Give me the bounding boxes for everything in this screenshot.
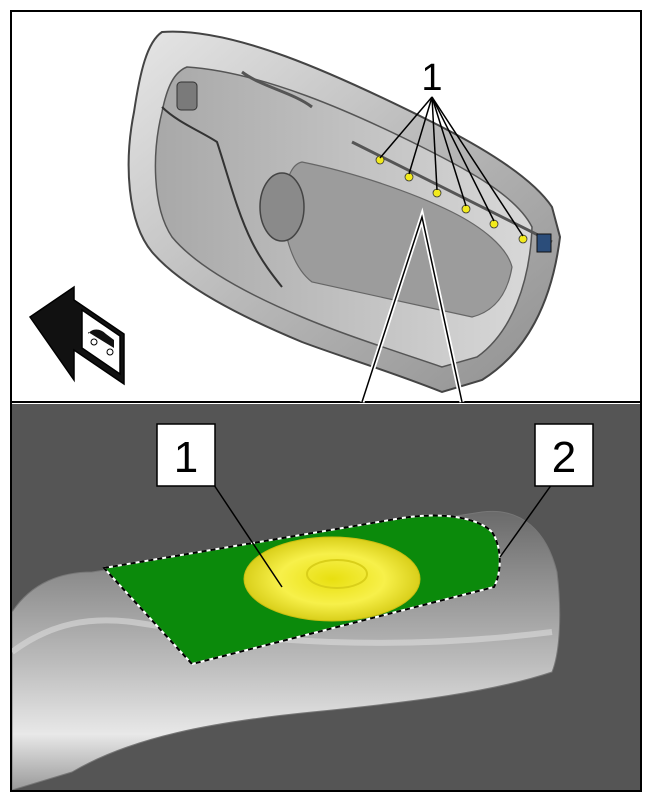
vehicle-orientation-arrow-icon [28,285,125,386]
speaker-housing [259,172,305,242]
glue-dot [489,219,499,229]
detail-leader-1 [211,481,283,588]
illustration-frame: 1 1 2 [10,10,642,792]
detail-view: 1 2 [12,404,640,790]
detail-callout-1: 1 [156,423,216,487]
glue-spot-center [306,559,368,589]
door-trim-diagram: 1 1 2 [12,30,640,790]
window-regulator [241,70,313,109]
top-callout-leaders [379,96,524,237]
top-callout-number: 1 [421,57,442,99]
glue-dot [375,155,385,165]
adhesive-pad-outline [102,514,501,666]
glue-spot [243,536,421,622]
detail-callout-number-2: 2 [552,433,576,482]
top-callout-1: 1 [421,57,442,99]
connector [176,81,198,111]
glue-dot [518,234,528,244]
door-inner-panel [127,30,562,394]
glue-dot [461,204,471,214]
trim-strip [351,140,553,244]
glue-dot [404,172,414,182]
blue-clip [536,233,552,253]
detail-callout-number-1: 1 [174,433,198,482]
detail-callout-2: 2 [534,423,594,487]
glue-dot [432,188,442,198]
detail-leader-2 [499,476,558,558]
wiring-harness [161,106,283,288]
zoom-wedge [361,214,463,403]
